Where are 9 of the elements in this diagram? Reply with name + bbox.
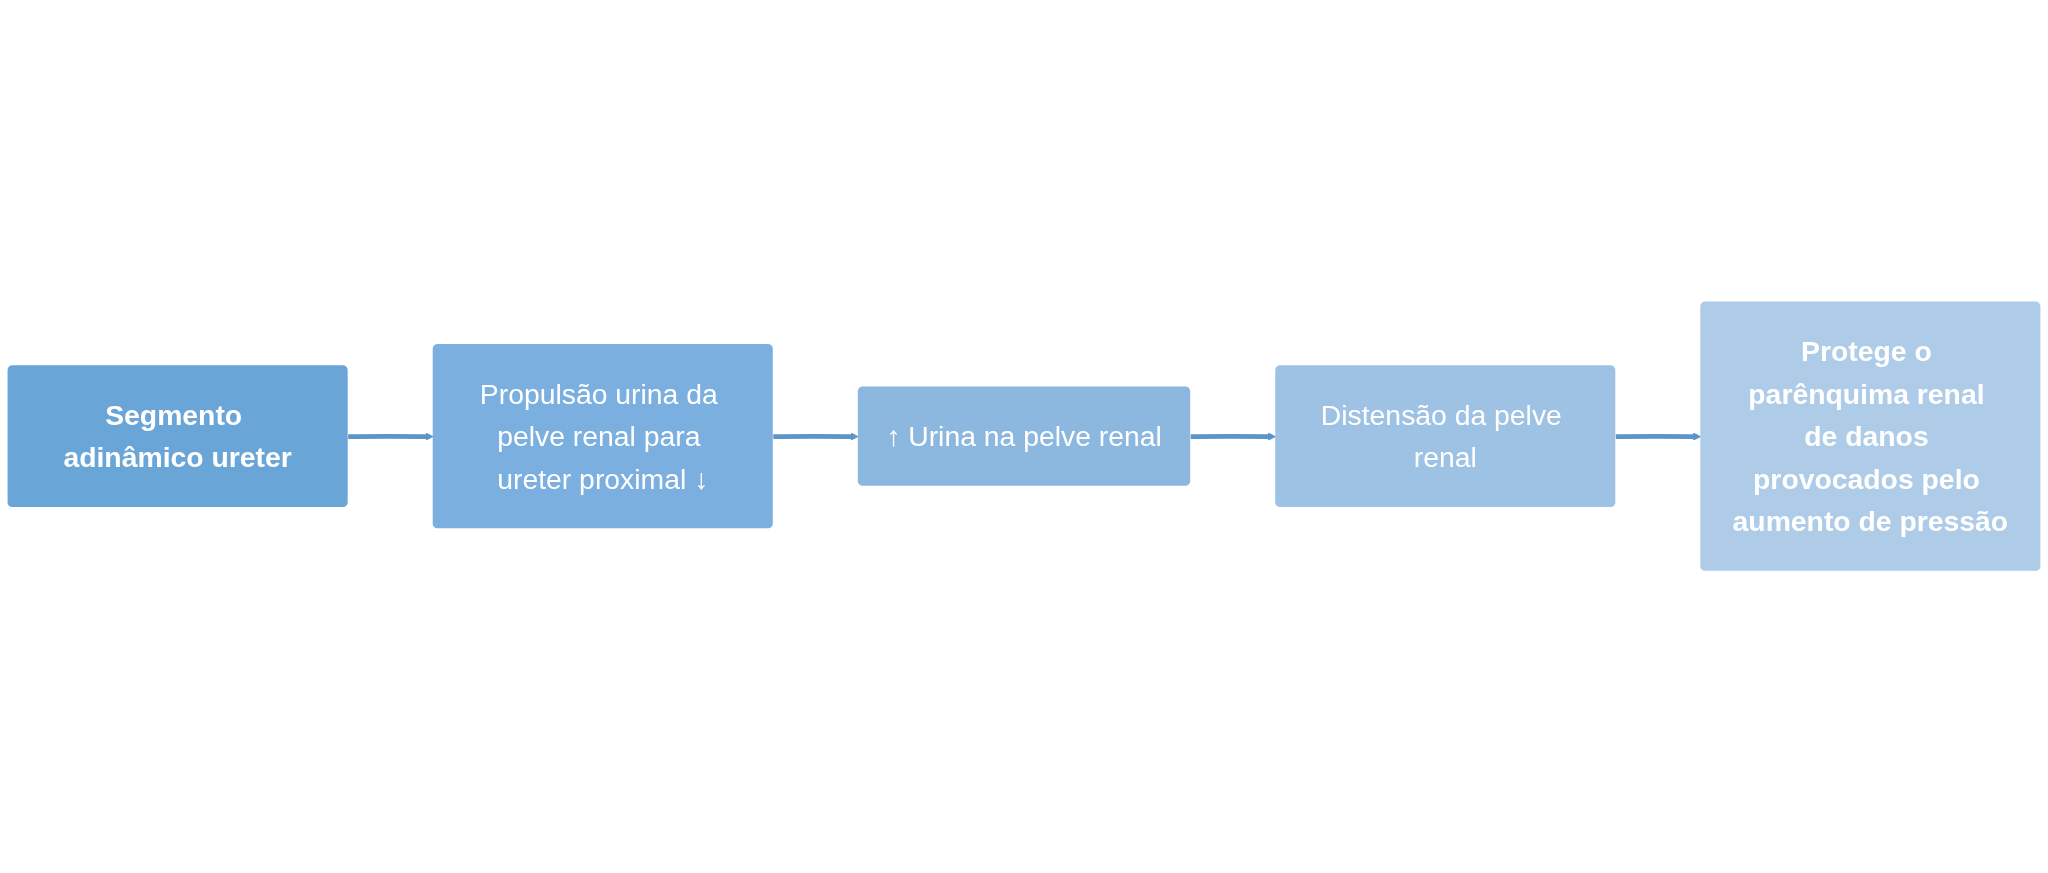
- arrow: [348, 432, 434, 442]
- node-box: Propulsão urina da pelve renal para ureter proximal ↓: [432, 344, 773, 529]
- node-box: ↑ Urina na pelve renal: [857, 386, 1191, 487]
- arrow: [1190, 432, 1277, 442]
- node-box: Protege o parênquima renal de danos provocados pelo aumento de pressão: [1700, 301, 2041, 572]
- arrow: [1615, 432, 1702, 442]
- arrow: [773, 432, 859, 442]
- node-box: Distensão da pelve renal: [1275, 365, 1616, 508]
- node-box: Segmento adinâmico ureter: [7, 365, 348, 508]
